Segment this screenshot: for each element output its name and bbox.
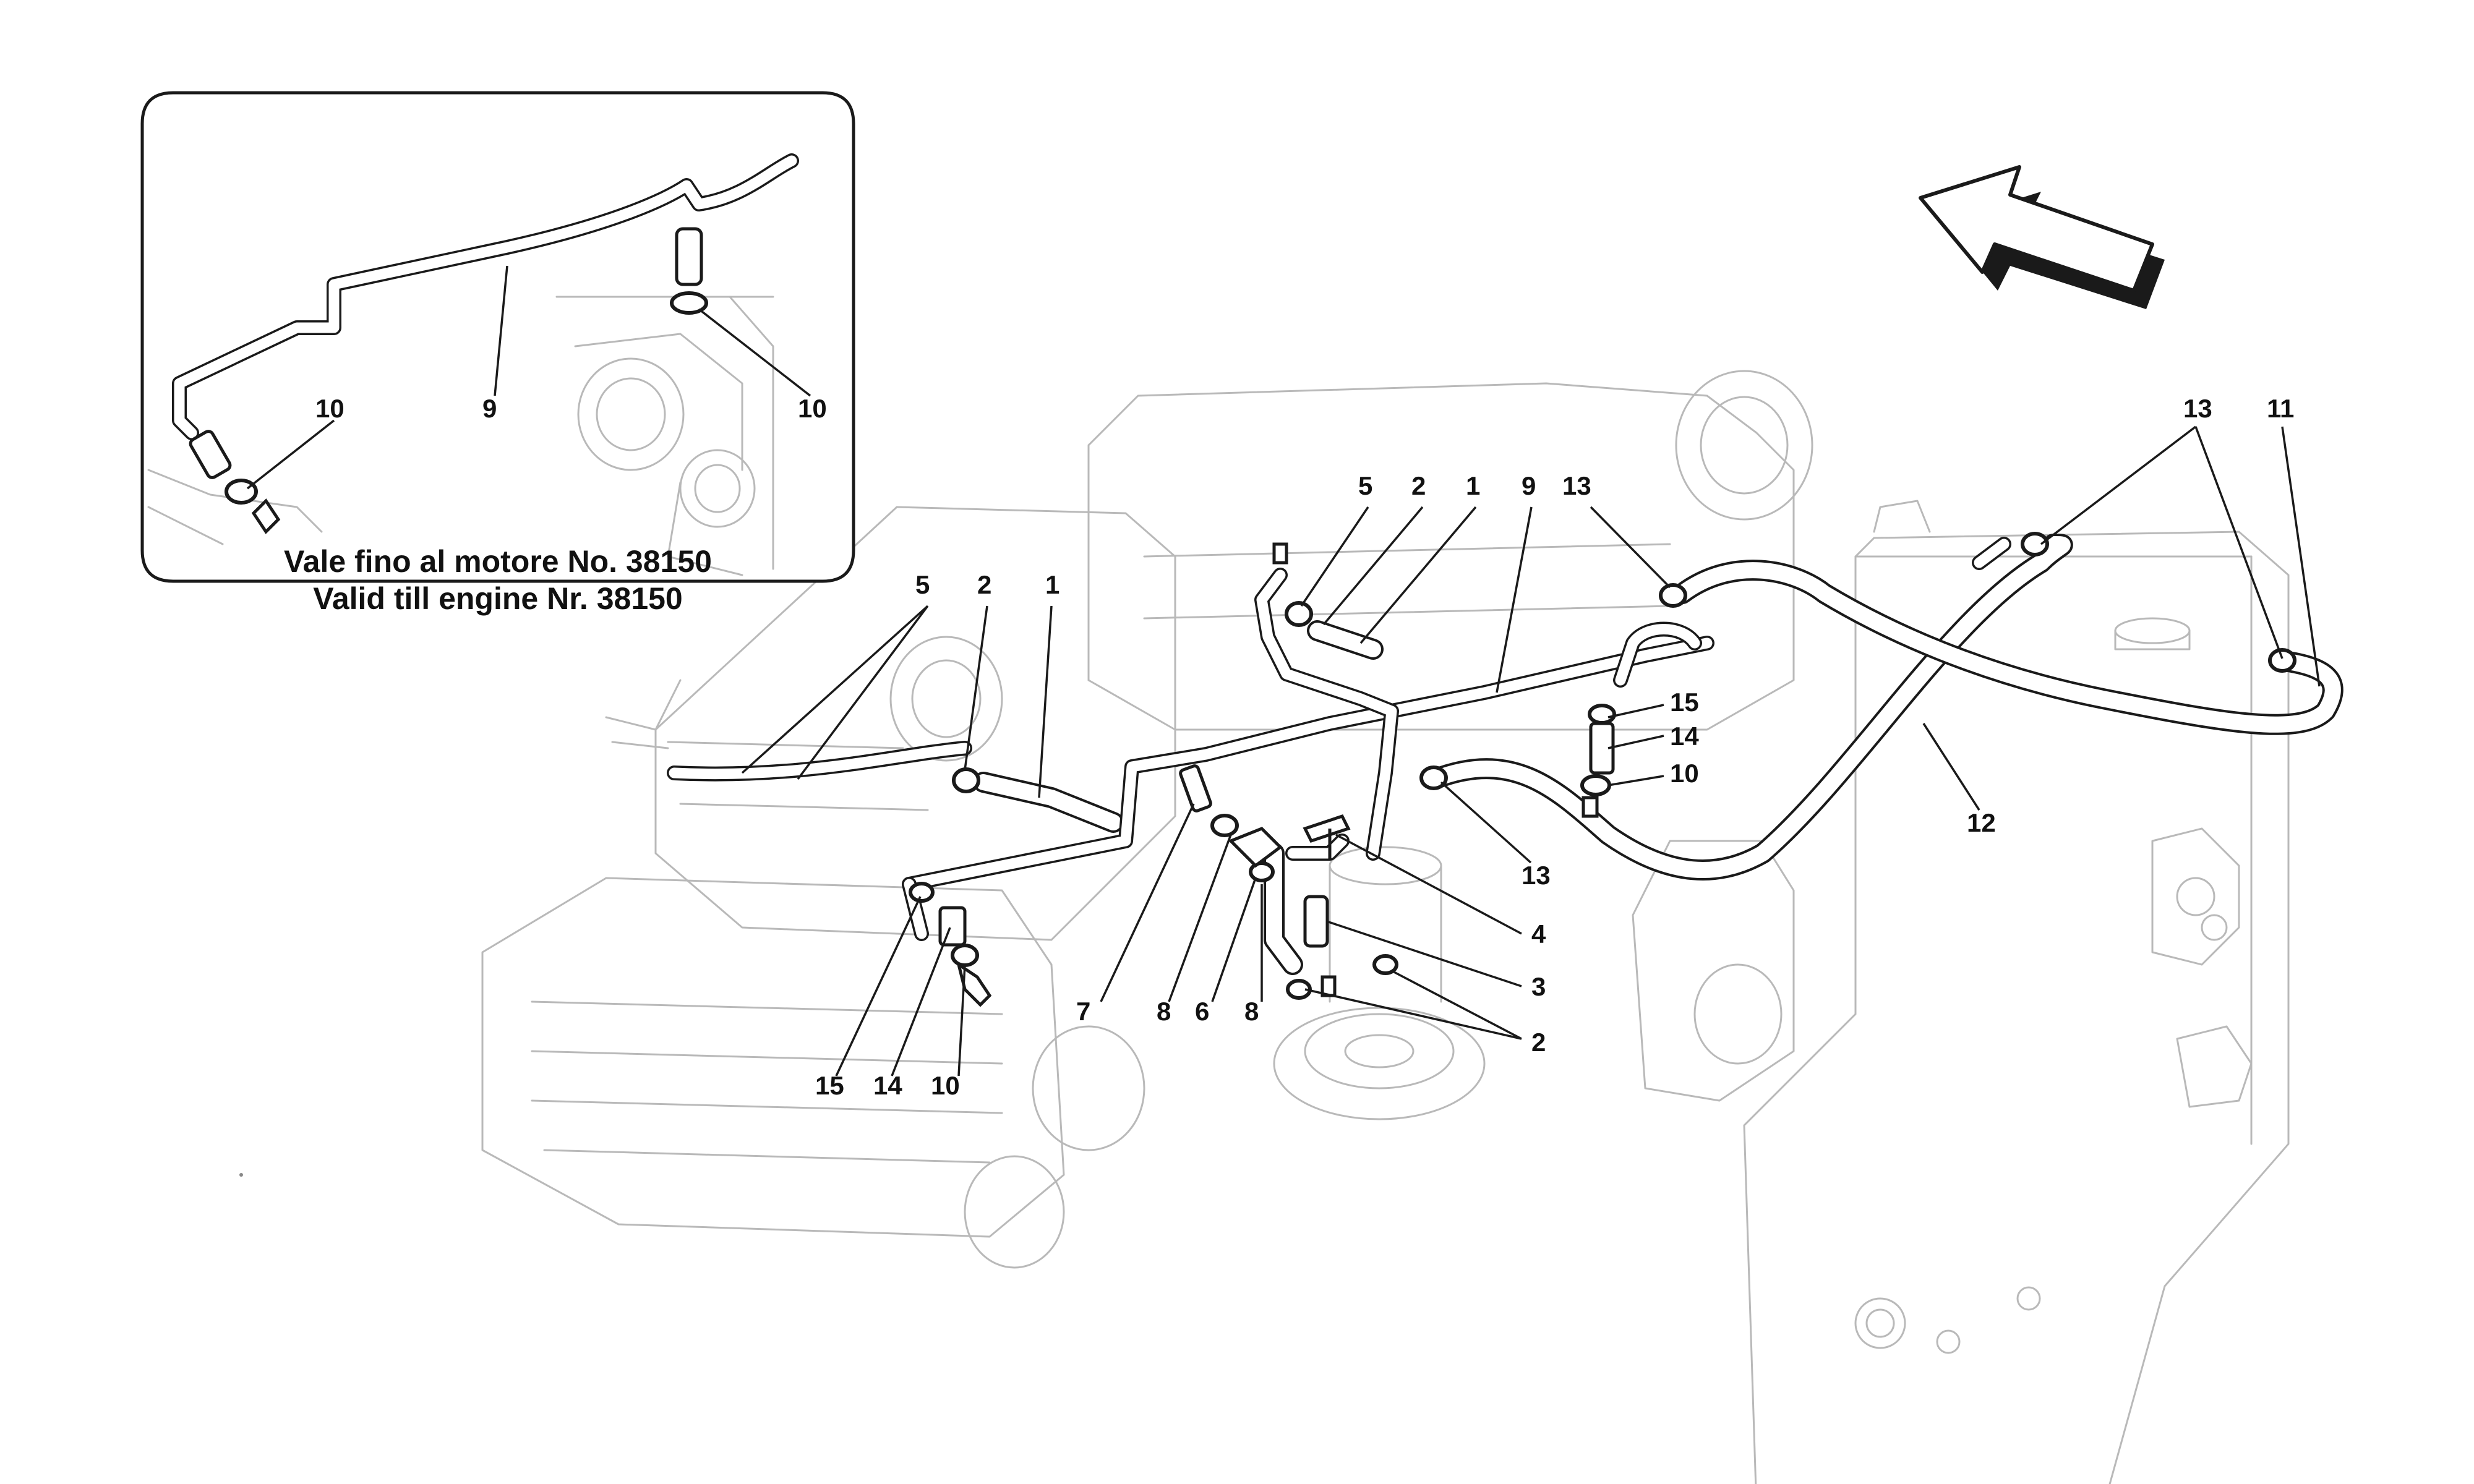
callout-2-right: 2	[1531, 1028, 1546, 1057]
inset-callout-9: 9	[482, 394, 497, 423]
callout-2-center: 2	[1411, 471, 1426, 500]
callout-12-tank: 12	[1967, 808, 1996, 837]
direction-arrow-icon	[1919, 165, 2165, 309]
callout-15-left: 15	[815, 1071, 844, 1100]
clamps	[909, 532, 2296, 1007]
stray-dot	[239, 1173, 243, 1177]
callout-7: 7	[1076, 997, 1090, 1026]
callout-8-b: 8	[1244, 997, 1259, 1026]
inset-callout-10-left: 10	[315, 394, 345, 423]
callout-14-right: 14	[1670, 722, 1699, 751]
callout-3: 3	[1531, 972, 1546, 1001]
callout-2-left: 2	[977, 570, 991, 599]
inset-note-italian: Vale fino al motore No. 38150	[284, 544, 712, 579]
callout-9-center: 9	[1522, 471, 1536, 500]
callout-13-tank: 13	[2183, 394, 2212, 423]
callout-5-center: 5	[1358, 471, 1372, 500]
callout-8-a: 8	[1157, 997, 1171, 1026]
inset-panel: 10 9 10 Vale fino al motore No. 38150 Va…	[140, 91, 855, 616]
callout-11-tank: 11	[2267, 394, 2294, 423]
callout-4: 4	[1531, 919, 1546, 949]
callout-13-center: 13	[1562, 471, 1591, 500]
callout-6: 6	[1195, 997, 1209, 1026]
callout-10-right: 10	[1670, 759, 1699, 788]
callout-1-left: 1	[1045, 570, 1059, 599]
hoses	[667, 534, 2343, 975]
callout-15-right: 15	[1670, 688, 1699, 717]
inset-callout-10-right: 10	[798, 394, 827, 423]
leader-lines	[741, 425, 2321, 1077]
callout-14-left: 14	[873, 1071, 902, 1100]
inset-note-english: Valid till engine Nr. 38150	[313, 581, 683, 616]
callout-13-right: 13	[1522, 861, 1551, 890]
oil-tank	[1743, 500, 2290, 1484]
callout-1-center: 1	[1466, 471, 1480, 500]
callouts: 5 2 1 15 14 10 5 2 1 9 13 7 8 6 8 4 3 2 …	[815, 394, 2294, 1100]
callout-10-left: 10	[931, 1071, 960, 1100]
engine-background	[481, 370, 1813, 1269]
callout-5-left: 5	[915, 570, 930, 599]
